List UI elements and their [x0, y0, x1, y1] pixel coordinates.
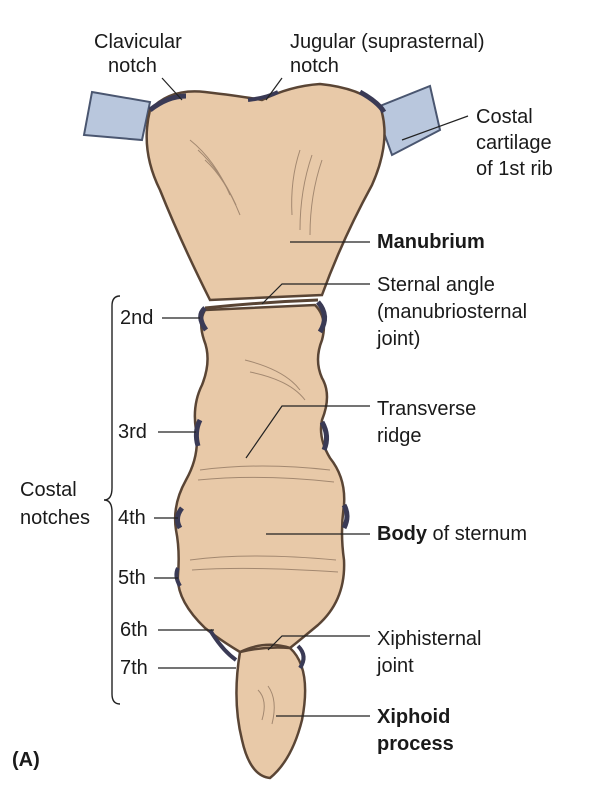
costal-notch-2-right-shading	[316, 300, 327, 334]
xiphisternal-joint-line	[239, 646, 291, 654]
sternal-angle-label: Sternal angle (manubriosternal joint)	[377, 274, 528, 350]
notch-3-label: 3rd	[118, 421, 147, 443]
sternal-angle-joint	[204, 298, 319, 310]
manubrium-shape	[145, 82, 386, 302]
clavicular-notch-shading	[148, 93, 187, 112]
costal-notch-6-7-right-shading	[296, 644, 306, 670]
costal-notches-label: Costal notches	[20, 479, 91, 529]
costal-notch-5-shading	[174, 567, 182, 588]
right-clavicular-notch-shading	[358, 89, 387, 114]
panel-label: (A)	[12, 749, 40, 771]
leader-lines	[154, 77, 469, 717]
costal-notch-4-right-shading	[341, 503, 350, 530]
body-rest-text: of sternum	[427, 523, 528, 545]
right-costal-cartilage	[373, 84, 442, 157]
xiphoid-process-label: Xiphoid process	[377, 706, 454, 755]
leader-costal-cartilage	[401, 115, 469, 141]
costal-cartilage-label: Costal cartilage of 1st rib	[476, 106, 553, 180]
costal-notch-3-right-shading	[319, 420, 330, 451]
transverse-ridge-label: Transverse ridge	[377, 398, 477, 447]
notch-4-label: 4th	[118, 507, 146, 529]
costal-notches-bracket	[103, 295, 121, 705]
notch-2-label: 2nd	[120, 307, 154, 329]
notch-6-label: 6th	[120, 619, 148, 641]
leader-jugular	[265, 77, 283, 101]
body-of-sternum-label: Body of sternum	[377, 522, 527, 546]
clavicular-notch-label: Clavicular notch	[94, 31, 182, 77]
manubrium-label: Manubrium	[377, 231, 485, 253]
leader-sternal-angle	[261, 283, 370, 305]
xiphoid-shape	[235, 643, 307, 780]
body-bold-text: Body	[377, 523, 427, 545]
jugular-notch-label: Jugular (suprasternal) notch	[290, 31, 485, 77]
notch-7-label: 7th	[120, 657, 148, 679]
costal-notch-3-shading	[193, 418, 203, 447]
notch-5-label: 5th	[118, 567, 146, 589]
sternum-body-shape	[173, 303, 346, 654]
leader-transverse-ridge	[245, 405, 370, 459]
leader-xiphisternal	[267, 635, 370, 651]
costal-notch-2-shading	[198, 306, 209, 332]
left-costal-cartilage	[82, 90, 152, 142]
xiphisternal-joint-label: Xiphisternal joint	[377, 628, 482, 677]
leader-clavicular	[161, 77, 183, 101]
bone-texture	[189, 139, 339, 725]
jugular-notch-shading	[247, 90, 279, 102]
costal-notch-6-7-shading	[208, 628, 238, 662]
